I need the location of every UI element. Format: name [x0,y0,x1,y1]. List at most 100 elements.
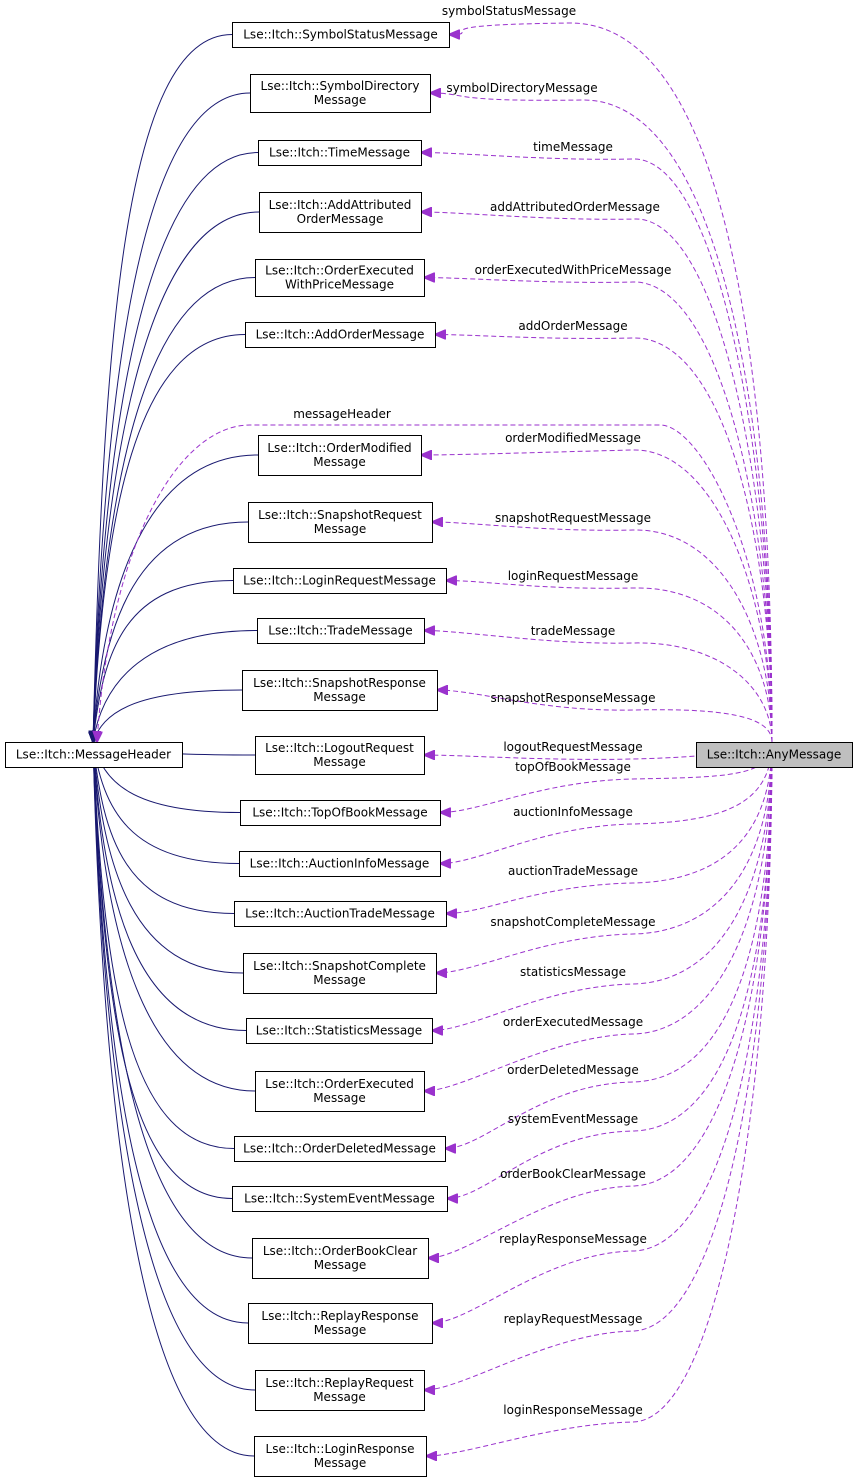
class-name-label: Message [313,1390,366,1404]
usage-edge-order-modified-message [421,449,773,743]
class-node-statistics-message[interactable]: Lse::Itch::StatisticsMessage [246,1018,433,1044]
class-name-label: Lse::Itch::SnapshotResponse [253,676,426,690]
usage-edge-add-attributed-order-message [421,212,773,743]
member-label-add-order-message: addOrderMessage [518,319,627,333]
class-node-auction-trade-message[interactable]: Lse::Itch::AuctionTradeMessage [234,901,447,927]
class-name-label: Lse::Itch::StatisticsMessage [256,1024,422,1038]
usage-edge-time-message [421,153,773,743]
member-label-symbol-directory-message: symbolDirectoryMessage [446,81,597,95]
class-name-label: Message [314,93,367,107]
inheritance-edge-login-response-message [93,742,255,1457]
class-name-label: Lse::Itch::SymbolStatusMessage [243,28,437,42]
member-label-auction-trade-message: auctionTradeMessage [508,864,638,878]
class-name-label: Lse::Itch::LoginRequestMessage [243,574,436,588]
class-node-auction-info-message[interactable]: Lse::Itch::AuctionInfoMessage [239,851,441,877]
usage-edge-message-header [97,424,773,742]
member-label-snapshot-request-message: snapshotRequestMessage [495,511,651,525]
class-node-message-header[interactable]: Lse::Itch::MessageHeader [5,742,183,768]
inheritance-edge-system-event-message [93,742,233,1199]
class-node-symbol-status-message[interactable]: Lse::Itch::SymbolStatusMessage [232,22,450,48]
member-label-top-of-book-message: topOfBookMessage [515,760,631,774]
class-name-label: Message [314,522,367,536]
member-label-trade-message: tradeMessage [531,624,616,638]
class-node-system-event-message[interactable]: Lse::Itch::SystemEventMessage [232,1186,448,1212]
usage-edge-order-executed-with-price-message [424,278,773,743]
usage-edge-symbol-status-message [449,22,773,743]
class-name-label: Lse::Itch::OrderExecuted [265,1077,414,1091]
class-name-label: Lse::Itch::ReplayRequest [265,1376,414,1390]
class-name-label: Lse::Itch::ReplayResponse [261,1309,418,1323]
inheritance-edge-symbol-directory-message [93,92,251,742]
class-node-login-request-message[interactable]: Lse::Itch::LoginRequestMessage [233,568,447,594]
class-name-label: Message [313,455,366,469]
member-label-snapshot-complete-message: snapshotCompleteMessage [490,915,655,929]
inheritance-edge-order-executed-with-price-message [93,277,256,743]
class-name-label: Lse::Itch::SnapshotComplete [253,959,426,973]
inheritance-edge-time-message [93,152,259,743]
usage-edge-auction-info-message [440,741,773,864]
class-name-label: OrderMessage [297,212,384,226]
usage-edge-login-request-message [446,581,773,743]
inheritance-edge-add-attributed-order-message [93,211,260,742]
member-label-order-executed-with-price-message: orderExecutedWithPriceMessage [475,263,672,277]
member-label-order-book-clear-message: orderBookClearMessage [500,1167,646,1181]
usage-edge-add-order-message [435,335,773,743]
class-name-label: Message [313,690,366,704]
member-label-order-deleted-message: orderDeletedMessage [507,1063,639,1077]
class-node-trade-message[interactable]: Lse::Itch::TradeMessage [257,618,425,644]
usage-edge-snapshot-response-message [437,690,773,743]
class-name-label: Lse::Itch::AuctionInfoMessage [250,857,430,871]
class-name-label: Lse::Itch::LogoutRequest [265,741,414,755]
class-name-label: Lse::Itch::SymbolDirectory [261,79,420,93]
class-name-label: Lse::Itch::SnapshotRequest [258,508,422,522]
inheritance-edge-auction-trade-message [93,742,235,914]
class-name-label: Message [313,1091,366,1105]
inheritance-edge-login-request-message [93,580,234,743]
usage-edge-order-deleted-message [445,741,773,1149]
class-node-order-deleted-message[interactable]: Lse::Itch::OrderDeletedMessage [234,1136,446,1162]
usage-edge-top-of-book-message [440,741,773,813]
member-label-replay-request-message: replayRequestMessage [504,1312,643,1326]
inheritance-edge-snapshot-response-message [93,689,243,742]
member-label-symbol-status-message: symbolStatusMessage [442,4,576,18]
class-name-label: Lse::Itch::MessageHeader [16,748,171,762]
inheritance-edge-order-modified-message [93,454,259,742]
class-name-label: Message [313,755,366,769]
inheritance-edge-snapshot-request-message [93,521,249,742]
usage-edge-snapshot-complete-message [436,741,773,973]
inheritance-edge-trade-message [93,630,258,743]
class-node-time-message[interactable]: Lse::Itch::TimeMessage [258,140,422,166]
class-name-label: WithPriceMessage [285,278,394,292]
inheritance-edge-replay-request-message [93,742,256,1391]
usage-edge-order-executed-message [424,741,773,1091]
class-node-top-of-book-message[interactable]: Lse::Itch::TopOfBookMessage [240,800,441,826]
class-name-label: Message [314,1456,367,1470]
class-node-any-message[interactable]: Lse::Itch::AnyMessage [696,742,853,768]
member-label-logout-request-message: logoutRequestMessage [503,740,642,754]
class-name-label: Message [314,1323,367,1337]
inheritance-edge-order-executed-message [93,742,256,1092]
member-label-login-request-message: loginRequestMessage [508,569,639,583]
member-label-message-header: messageHeader [293,407,391,421]
usage-edge-login-response-message [426,741,773,1456]
member-label-time-message: timeMessage [533,140,613,154]
usage-edge-system-event-message [447,741,773,1199]
usage-edge-snapshot-request-message [432,522,773,743]
inheritance-edge-replay-response-message [93,742,249,1324]
inheritance-edge-order-deleted-message [93,742,235,1149]
class-node-add-order-message[interactable]: Lse::Itch::AddOrderMessage [245,322,436,348]
